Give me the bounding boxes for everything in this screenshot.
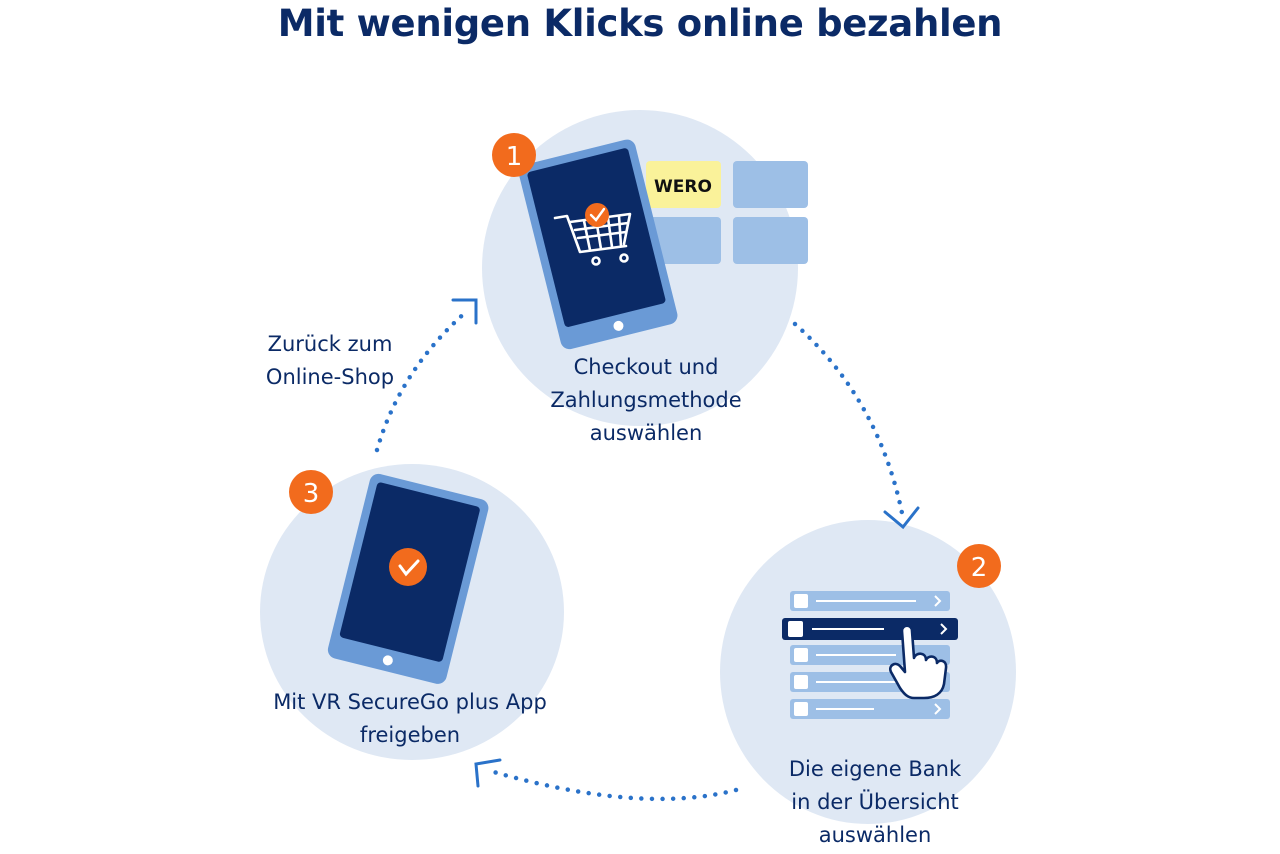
step-1-label-line-1: Checkout und (573, 355, 719, 379)
payment-tile-2 (733, 161, 808, 208)
return-label-line-2: Online-Shop (265, 365, 395, 389)
arrow-step2-to-step3 (474, 758, 739, 802)
checkmark-badge-icon (389, 548, 427, 586)
step-2-label: Die eigene Bank in der Übersicht auswähl… (735, 753, 1015, 852)
arrow-step3-to-step1 (374, 298, 478, 453)
step-number-badge-3: 3 (289, 470, 333, 514)
step-2-label-line-3: auswählen (818, 823, 932, 847)
step-3: 3 (260, 464, 564, 760)
step-2-label-line-1: Die eigene Bank (788, 757, 962, 781)
checkmark-badge-icon (585, 203, 609, 227)
step-3-label-line-2: freigeben (359, 723, 461, 747)
step-3-label-line-1: Mit VR SecureGo plus App (273, 690, 547, 714)
wero-logo: WERO (654, 177, 712, 197)
arrow-step1-to-step2 (792, 321, 920, 530)
step-2-label-line-2: in der Übersicht (791, 790, 959, 814)
step-3-label: Mit VR SecureGo plus App freigeben (230, 686, 590, 752)
svg-text:3: 3 (303, 479, 320, 509)
wero-tile (646, 161, 721, 208)
smartphone-icon (518, 139, 678, 350)
step-1: WERO 1 (482, 110, 808, 426)
step-1-label-line-2: Zahlungsmethode (550, 388, 742, 412)
step-number-badge-2: 2 (957, 544, 1001, 588)
step-1-label-line-3: auswählen (589, 421, 703, 445)
payment-method-tiles: WERO (646, 161, 808, 264)
return-label-line-1: Zurück zum (267, 332, 393, 356)
payment-tile-3 (646, 217, 721, 264)
svg-text:1: 1 (506, 142, 523, 172)
step-number-badge-1: 1 (492, 133, 536, 177)
step-2: 2 (720, 520, 1016, 824)
return-to-shop-label: Zurück zum Online-Shop (230, 328, 430, 394)
page-title: Mit wenigen Klicks online bezahlen (277, 2, 1003, 45)
step-1-label: Checkout und Zahlungsmethode auswählen (500, 351, 792, 450)
bank-list-icon (782, 591, 958, 719)
pointing-hand-icon (889, 624, 948, 700)
payment-tile-4 (733, 217, 808, 264)
svg-text:2: 2 (971, 553, 988, 583)
